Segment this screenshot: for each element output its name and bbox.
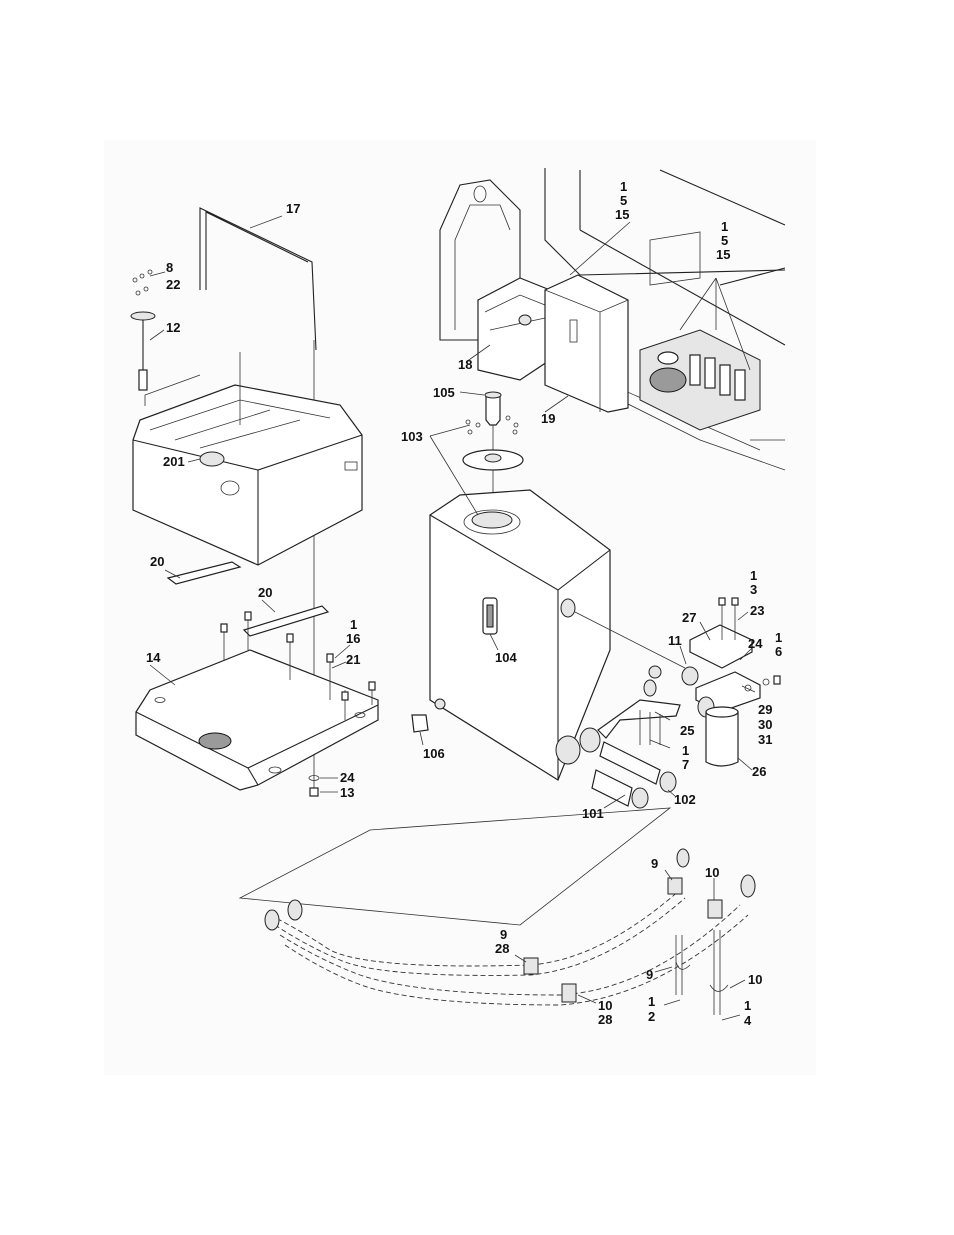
- callout-16: 16: [346, 631, 360, 646]
- strip-20-upper: [166, 561, 242, 585]
- callout-1-r3: 1: [750, 568, 757, 583]
- callout-27: 27: [682, 610, 696, 625]
- breather-105: [485, 394, 501, 426]
- callout-1-b2: 1: [648, 994, 655, 1009]
- callout-4: 4: [744, 1013, 752, 1028]
- callout-17: 17: [286, 201, 300, 216]
- callout-1-b4: 1: [744, 998, 751, 1013]
- callout-104: 104: [495, 650, 517, 665]
- callout-1-right: 1: [721, 219, 728, 234]
- skid-plate-14: [135, 649, 379, 791]
- callout-1-left: 1: [350, 617, 357, 632]
- callout-106: 106: [423, 746, 445, 761]
- callout-26: 26: [752, 764, 766, 779]
- callout-103: 103: [401, 429, 423, 444]
- callout-28-mid: 28: [495, 941, 509, 956]
- drain-plug-106: [411, 714, 429, 733]
- bracket-27: [689, 624, 753, 669]
- projection-plane: [238, 807, 672, 926]
- callout-10-lower: 10: [598, 998, 612, 1013]
- callout-30: 30: [758, 717, 772, 732]
- callout-20-lower: 20: [258, 585, 272, 600]
- callout-15-top: 15: [615, 207, 629, 222]
- callout-28-lower: 28: [598, 1012, 612, 1027]
- callout-12: 12: [166, 320, 180, 335]
- callout-15-right: 15: [716, 247, 730, 262]
- callout-18: 18: [458, 357, 472, 372]
- fasteners-8-22: [132, 269, 153, 296]
- clamp-10-upper: [707, 899, 723, 919]
- strainer-102: [599, 741, 661, 785]
- clamp-9-28: [523, 957, 539, 975]
- dipstick-rod-17: [199, 207, 317, 351]
- callout-24-left: 24: [340, 770, 355, 785]
- callout-5-right: 5: [721, 233, 728, 248]
- leader-lines: [149, 215, 756, 1021]
- callout-9-lower: 9: [646, 967, 653, 982]
- callout-29: 29: [758, 702, 772, 717]
- callout-5-top: 5: [620, 193, 627, 208]
- callout-25: 25: [680, 723, 694, 738]
- callout-6: 6: [775, 644, 782, 659]
- callout-31: 31: [758, 732, 772, 747]
- callout-1-top: 1: [620, 179, 627, 194]
- washer-24: [308, 775, 320, 781]
- callout-2: 2: [648, 1009, 655, 1024]
- hose-assembly: [238, 807, 756, 1015]
- clamp-9-upper: [667, 877, 683, 895]
- callout-9-upper: 9: [651, 856, 658, 871]
- callout-7: 7: [682, 757, 689, 772]
- bolts-21: [220, 611, 376, 720]
- return-filter-26: [597, 597, 781, 767]
- callout-9-mid: 9: [500, 927, 507, 942]
- hydraulic-tank-assembly: [411, 391, 686, 781]
- hydraulic-tank-body: [429, 489, 611, 781]
- callout-22: 22: [166, 277, 180, 292]
- callout-201: 201: [163, 454, 185, 469]
- machine-frame-view: [439, 168, 786, 471]
- callout-13: 13: [340, 785, 354, 800]
- filler-cap-201: [199, 451, 225, 467]
- callout-19: 19: [541, 411, 555, 426]
- fuel-tank-assembly: [130, 207, 379, 797]
- callout-14: 14: [146, 650, 161, 665]
- nut-13: [309, 787, 319, 797]
- callout-labels: 17 8 22 12 201 20 20 14 1 16 21 24 13 1 …: [146, 179, 782, 1028]
- callout-3: 3: [750, 582, 757, 597]
- callout-10-lower-right: 10: [748, 972, 762, 987]
- callout-1-r7: 1: [682, 743, 689, 758]
- callout-20-upper: 20: [150, 554, 164, 569]
- callout-24-right: 24: [748, 636, 763, 651]
- callout-105: 105: [433, 385, 455, 400]
- callout-23: 23: [750, 603, 764, 618]
- callout-101: 101: [582, 806, 604, 821]
- callout-1-r6: 1: [775, 630, 782, 645]
- clamp-10-28: [561, 983, 577, 1003]
- callout-102: 102: [674, 792, 696, 807]
- callout-11: 11: [668, 633, 682, 648]
- callout-21: 21: [346, 652, 360, 667]
- control-valve-block: [639, 329, 761, 431]
- callout-8: 8: [166, 260, 173, 275]
- fuel-sender-12: [130, 311, 156, 391]
- callout-10-upper: 10: [705, 865, 719, 880]
